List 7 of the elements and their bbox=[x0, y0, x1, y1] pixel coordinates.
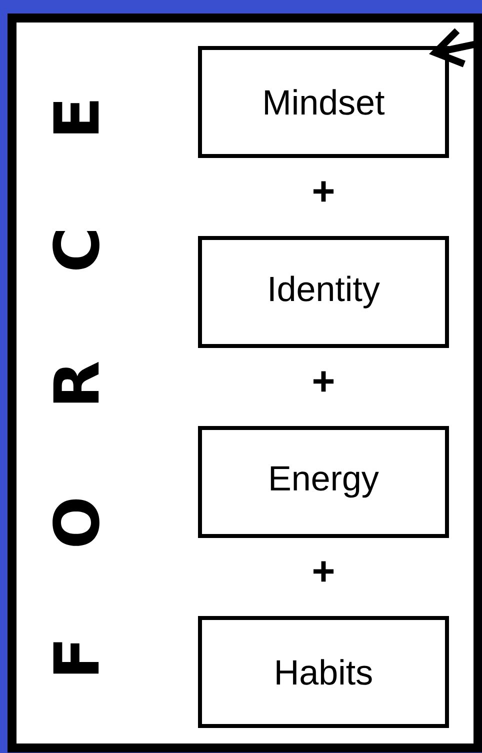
word-box: Habits bbox=[198, 616, 449, 728]
word-box: Energy bbox=[198, 426, 449, 538]
plus-sign: + bbox=[314, 561, 334, 582]
plus-sign: + bbox=[314, 371, 334, 392]
word-box: Identity bbox=[198, 236, 449, 348]
plus-sign: + bbox=[314, 181, 334, 202]
word-box: Mindset bbox=[198, 46, 449, 158]
